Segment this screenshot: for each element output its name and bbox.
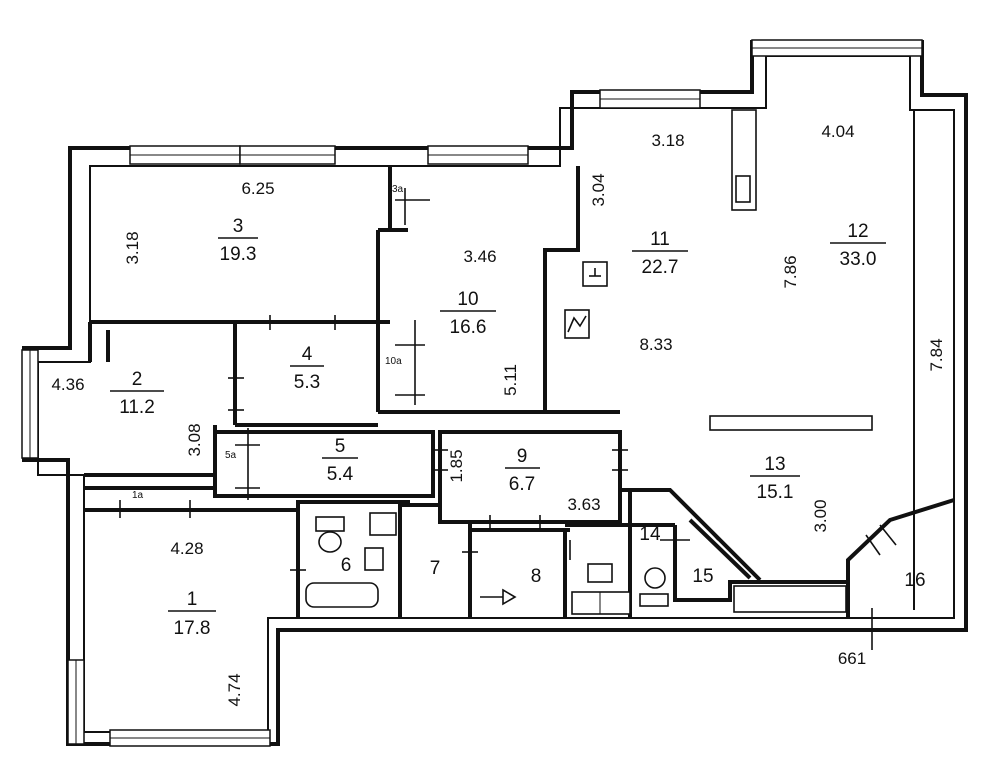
dim-3-63: 3.63 [567,495,600,514]
room-1-area: 17.8 [174,618,211,639]
dim-661: 661 [838,649,866,668]
dim-3-46: 3.46 [463,247,496,266]
dim-5-11: 5.11 [501,364,520,396]
room-2-area: 11.2 [119,397,155,418]
windows [21,39,923,747]
dimension-labels: 6.25 3.18 3.46 3.18 4.04 3.04 7.86 8.33 … [51,122,946,707]
room-3-number: 3 [233,216,244,237]
room-3a-label: 3a [392,184,404,195]
room-13-area: 15.1 [757,482,794,503]
room-12-number: 12 [847,221,868,242]
room-6-number: 6 [341,555,352,576]
room-13-number: 13 [764,454,785,475]
room-labels: 3 19.3 10 16.6 11 22.7 12 33.0 2 11.2 4 … [110,184,926,639]
room-10-number: 10 [457,289,478,310]
room-11-area: 22.7 [642,257,679,278]
dim-1-85: 1.85 [447,449,466,482]
room-2-number: 2 [132,369,143,390]
room-5-number: 5 [335,436,346,457]
room-5-area: 5.4 [327,464,354,485]
room-10-area: 16.6 [450,317,487,338]
dim-3-18-left: 3.18 [123,231,142,264]
room-9-number: 9 [517,446,528,467]
interior-walls [84,109,955,618]
room-12-area: 33.0 [840,249,877,270]
room-4-number: 4 [302,344,313,365]
room-4-area: 5.3 [294,372,320,393]
dim-4-36: 4.36 [51,375,84,394]
room-3-area: 19.3 [220,244,257,265]
door-marks [119,188,897,650]
room-1a-label: 1a [132,490,144,501]
dim-4-74: 4.74 [225,673,244,706]
room-5a-label: 5a [225,450,237,461]
dim-7-84: 7.84 [927,338,946,371]
dim-3-00: 3.00 [811,499,830,532]
room-16-number: 16 [904,570,925,591]
dim-8-33: 8.33 [639,335,672,354]
room-15-number: 15 [692,566,713,587]
dim-6-25: 6.25 [241,179,274,198]
room-8-number: 8 [531,566,542,587]
dim-7-86: 7.86 [781,255,800,288]
room-14-number: 14 [639,524,661,545]
room-7-number: 7 [430,558,441,579]
dim-3-08: 3.08 [185,423,204,456]
room-10a-label: 10a [385,356,402,367]
dim-4-28: 4.28 [170,539,203,558]
dim-3-04: 3.04 [589,173,608,206]
dim-4-04: 4.04 [821,122,854,141]
dim-3-18-top: 3.18 [651,131,684,150]
room-1-number: 1 [187,589,198,610]
room-11-number: 11 [650,229,670,250]
room-9-area: 6.7 [509,474,535,495]
fixtures [305,261,847,615]
